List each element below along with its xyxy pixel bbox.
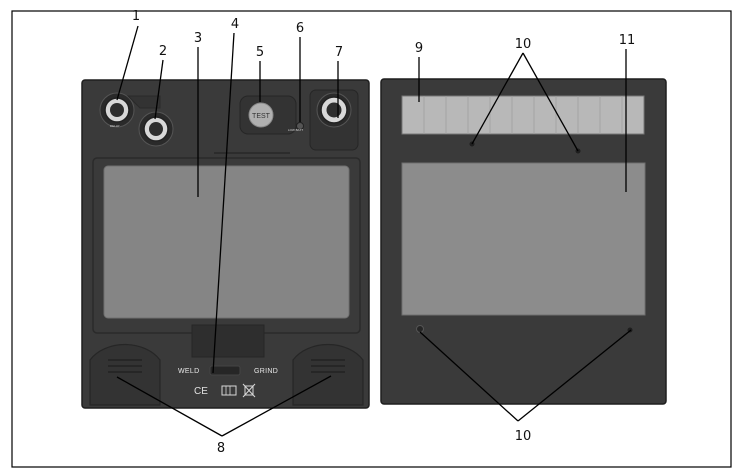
back-filter <box>380 78 667 405</box>
callout-11: 11 <box>619 33 636 48</box>
leader-8-left <box>116 376 223 437</box>
callout-2: 2 <box>159 44 167 59</box>
weld-grind-switch[interactable] <box>209 365 241 376</box>
callout-10-bottom: 10 <box>515 429 532 444</box>
shade-knob-center <box>326 102 342 118</box>
solar-cell <box>401 95 645 135</box>
weld-label: WELD <box>178 368 199 375</box>
leader-lines <box>116 25 632 437</box>
weee-bin-icon <box>242 383 256 398</box>
leader-8-right <box>221 375 332 437</box>
callout-3: 3 <box>194 31 202 46</box>
solar-cell-divisions <box>423 96 623 134</box>
front-lens-window <box>103 165 350 319</box>
leader-1 <box>116 25 139 101</box>
knob-bridge <box>126 95 161 109</box>
switch-window <box>191 324 265 358</box>
delay-knob[interactable]: DELAY <box>99 92 135 128</box>
callout-6: 6 <box>296 21 304 36</box>
callout-7: 7 <box>335 45 343 60</box>
callout-10-top: 10 <box>515 37 532 52</box>
test-button-label: TEST <box>252 113 271 120</box>
delay-scale-text: DELAY <box>110 124 120 128</box>
sensitivity-knob[interactable] <box>138 111 174 147</box>
delay-knob-center <box>110 103 124 117</box>
leader-10-top-left <box>471 52 524 145</box>
left-battery-cover[interactable] <box>89 343 161 406</box>
grind-label: GRIND <box>254 368 278 375</box>
callout-5: 5 <box>256 45 264 60</box>
leader-10-top-right <box>522 52 579 152</box>
ce-mark: CE <box>194 386 208 397</box>
arc-sensor-bottom-left <box>416 325 424 333</box>
low-battery-text: LOW BATT <box>288 128 303 132</box>
test-button[interactable] <box>248 102 274 128</box>
leader-4 <box>212 32 235 374</box>
callout-9: 9 <box>415 41 423 56</box>
front-filter: DELAY TEST LOW BATT <box>81 79 370 409</box>
callout-1: 1 <box>132 9 140 24</box>
battery-symbol-icon <box>221 385 237 396</box>
right-battery-cover[interactable] <box>292 343 364 406</box>
callout-4: 4 <box>231 17 239 32</box>
leader-2 <box>154 59 164 120</box>
low-battery-led <box>296 122 304 130</box>
back-lens-window <box>401 162 646 316</box>
leader-10-bottom-left <box>419 331 519 422</box>
callout-8: 8 <box>217 441 225 456</box>
shade-knob[interactable] <box>316 92 352 128</box>
leader-10-bottom-right <box>517 329 632 422</box>
sensitivity-knob-center <box>149 122 163 136</box>
